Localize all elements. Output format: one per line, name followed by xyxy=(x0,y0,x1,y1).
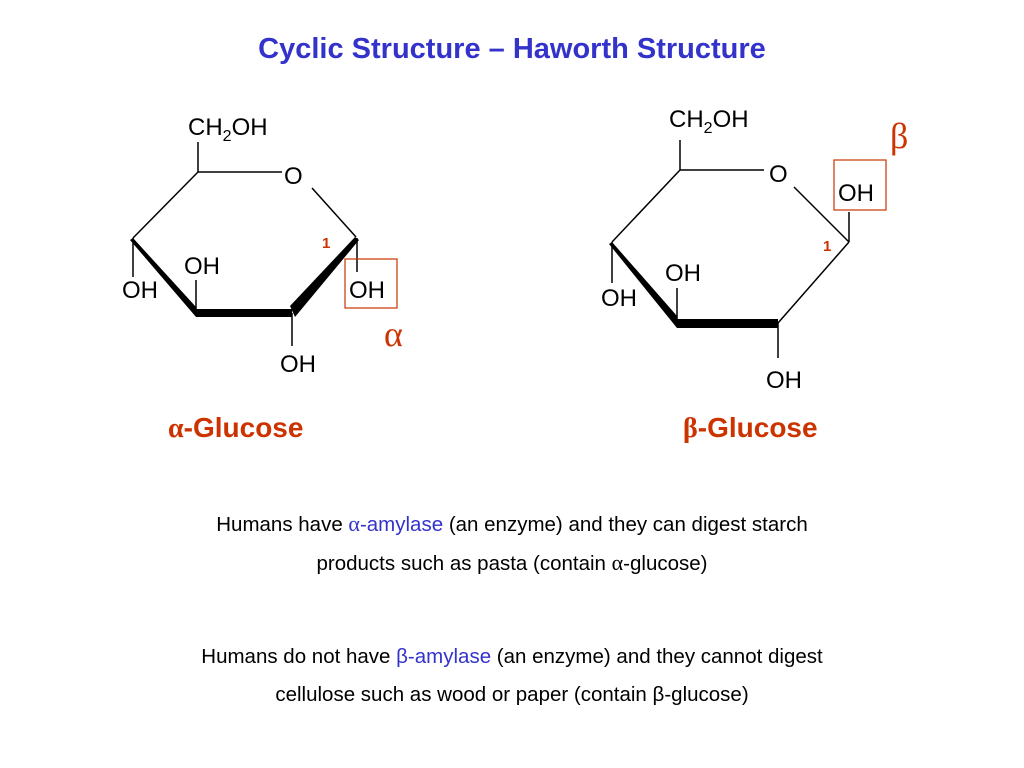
alpha-glucose-label: α-Glucose xyxy=(168,412,303,444)
beta-symbol: β xyxy=(890,116,908,156)
beta-oh-c1-highlight-box xyxy=(833,159,887,211)
beta-bond-c3-c2 xyxy=(677,319,778,328)
beta-amylase-term: β-amylase xyxy=(396,645,492,668)
alpha-oh-c1-highlight-box xyxy=(344,258,398,309)
alpha-oh-c1: OH xyxy=(349,277,385,304)
alpha-bond-o-c1 xyxy=(311,187,357,238)
alpha-carbon-number: 1 xyxy=(322,235,330,252)
beta-glucose-label: β-Glucose xyxy=(683,412,818,444)
alpha-oh-c2: OH xyxy=(280,351,316,378)
haworth-diagram: CH2OH O 1 OH OH OH OH α α-Glucose CH2OH … xyxy=(122,106,908,444)
alpha-oh-c4: OH xyxy=(122,277,158,304)
beta-ch2oh-label: CH2OH xyxy=(669,106,749,137)
alpha-symbol: α xyxy=(384,314,403,354)
beta-glucose-structure: CH2OH O 1 OH β OH OH OH β-Glucose xyxy=(601,106,908,444)
alpha-greek-inline: α xyxy=(348,511,360,536)
beta-ring-oxygen: O xyxy=(769,161,788,188)
alpha-amylase-term: -amylase xyxy=(359,513,444,536)
alpha-ch2oh-label: CH2OH xyxy=(188,114,268,145)
alpha-amylase-paragraph: Humans have α-amylase (an enzyme) and th… xyxy=(0,505,1024,583)
alpha-bond-c5-c4 xyxy=(132,171,199,239)
beta-oh-c4: OH xyxy=(601,285,637,312)
alpha-amylase-line-2: products such as pasta (contain α-glucos… xyxy=(316,550,708,575)
alpha-bond-c3-c2 xyxy=(196,309,292,317)
alpha-bond-c2-c1 xyxy=(290,237,359,317)
alpha-bond-c4-c3 xyxy=(130,238,196,317)
beta-carbon-number: 1 xyxy=(823,238,831,255)
beta-oh-c3: OH xyxy=(665,260,701,287)
alpha-oh-c3: OH xyxy=(184,253,220,280)
page-title: Cyclic Structure – Haworth Structure xyxy=(258,33,766,65)
alpha-ring-oxygen: O xyxy=(284,163,303,190)
beta-oh-c1: OH xyxy=(838,180,874,207)
alpha-amylase-line-1: Humans have α-amylase (an enzyme) and th… xyxy=(216,511,808,536)
beta-bond-c5-c4 xyxy=(611,169,681,243)
beta-amylase-paragraph: Humans do not have β-amylase (an enzyme)… xyxy=(0,638,1024,714)
alpha-glucose-structure: CH2OH O 1 OH OH OH OH α α-Glucose xyxy=(122,114,403,444)
beta-bond-c2-c1 xyxy=(777,241,850,324)
beta-amylase-line-2: cellulose such as wood or paper (contain… xyxy=(275,683,749,706)
beta-bond-o-c1 xyxy=(793,186,850,243)
beta-bond-c4-c3 xyxy=(609,242,677,328)
beta-amylase-line-1: Humans do not have β-amylase (an enzyme)… xyxy=(201,645,823,668)
beta-oh-c2: OH xyxy=(766,367,802,394)
